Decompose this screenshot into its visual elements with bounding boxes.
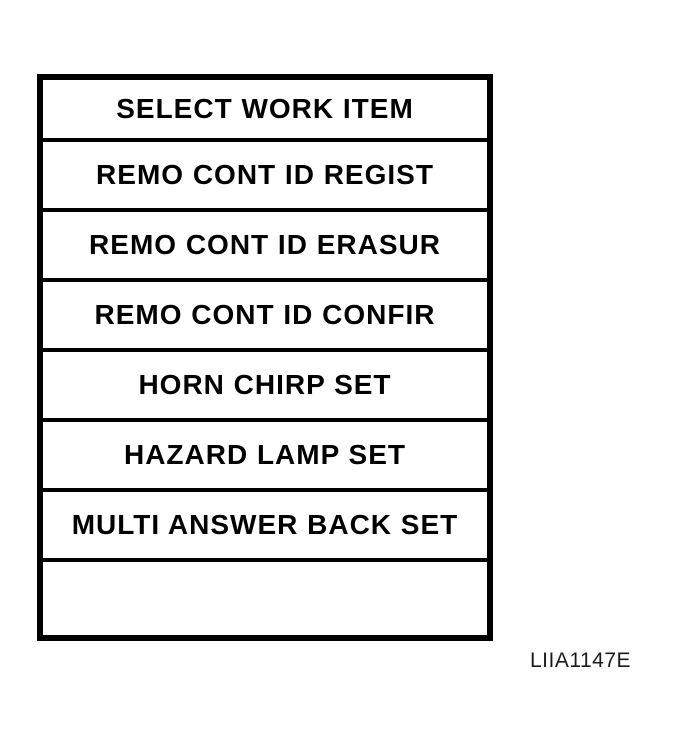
- figure-code-label: LIIA1147E: [530, 649, 632, 672]
- menu-item-multi-answer-back-set[interactable]: MULTI ANSWER BACK SET: [43, 492, 487, 562]
- work-item-menu: SELECT WORK ITEM REMO CONT ID REGIST REM…: [37, 74, 493, 641]
- menu-item-horn-chirp-set[interactable]: HORN CHIRP SET: [43, 352, 487, 422]
- menu-item-remo-cont-id-confir[interactable]: REMO CONT ID CONFIR: [43, 282, 487, 352]
- menu-item-remo-cont-id-erasur[interactable]: REMO CONT ID ERASUR: [43, 212, 487, 282]
- menu-item-remo-cont-id-regist[interactable]: REMO CONT ID REGIST: [43, 142, 487, 212]
- menu-item-hazard-lamp-set[interactable]: HAZARD LAMP SET: [43, 422, 487, 492]
- menu-row-empty: [43, 562, 487, 635]
- menu-title: SELECT WORK ITEM: [43, 80, 487, 142]
